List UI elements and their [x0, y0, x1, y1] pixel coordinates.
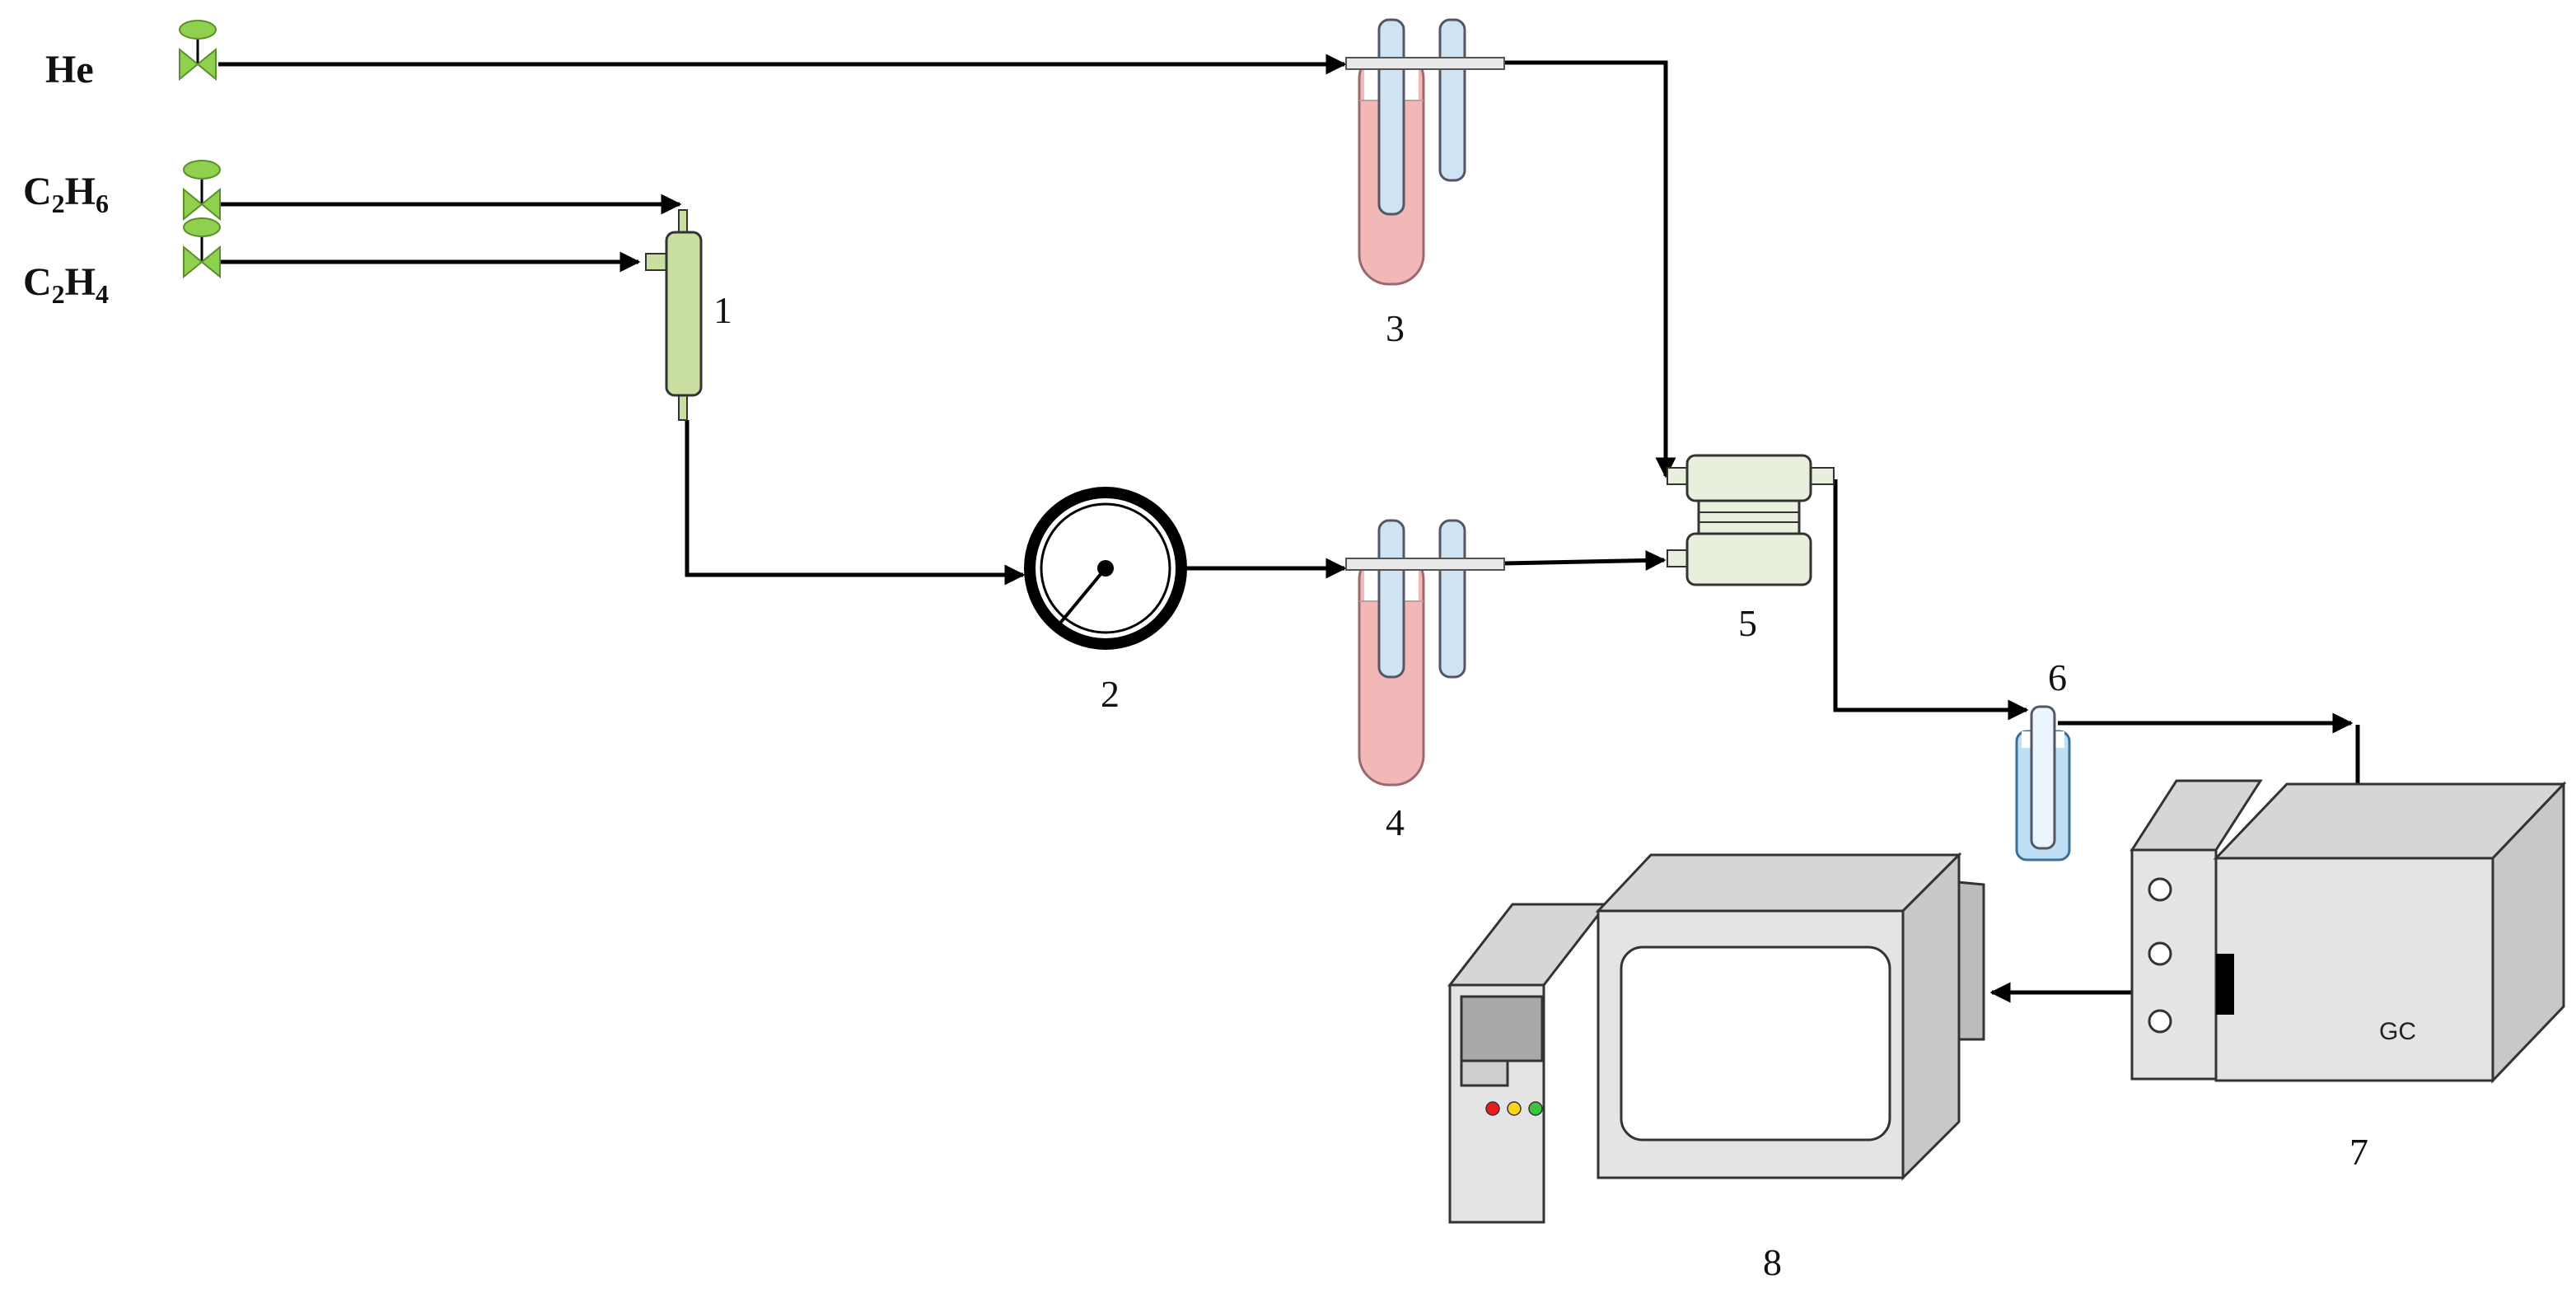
gas-label-c2h4: C2H4 — [23, 260, 109, 309]
gas-chromatograph — [2130, 779, 2567, 1084]
c2h6-valve-icon[interactable] — [183, 160, 221, 222]
cold-trap — [2015, 705, 2071, 861]
saturator-3 — [1345, 18, 1505, 286]
mixer-to-gauge-line — [685, 420, 1026, 586]
label-6: 6 — [2048, 656, 2067, 698]
label-7: 7 — [2349, 1131, 2368, 1173]
label-1: 1 — [713, 289, 732, 331]
label-5: 5 — [1738, 602, 1757, 644]
computer — [1447, 852, 1985, 1224]
he-valve-icon[interactable] — [179, 20, 217, 82]
pressure-gauge — [1024, 487, 1187, 650]
label-4: 4 — [1386, 801, 1405, 843]
saturator3-to-reactor-line — [1504, 60, 1676, 479]
gas-label-he: He — [45, 48, 94, 91]
reactor-to-trap-line — [1833, 479, 2029, 721]
gas-label-c2h6: C2H6 — [23, 170, 109, 218]
label-8: 8 — [1763, 1241, 1782, 1283]
saturator-4 — [1345, 519, 1505, 787]
reactor — [1667, 454, 1835, 586]
gas-mixer — [645, 209, 703, 421]
saturator4-to-reactor-line — [1503, 549, 1667, 571]
c2h4-valve-icon[interactable] — [183, 217, 221, 279]
label-3: 3 — [1386, 307, 1405, 349]
label-2: 2 — [1101, 673, 1120, 715]
gc-label: GC — [2379, 1018, 2416, 1045]
